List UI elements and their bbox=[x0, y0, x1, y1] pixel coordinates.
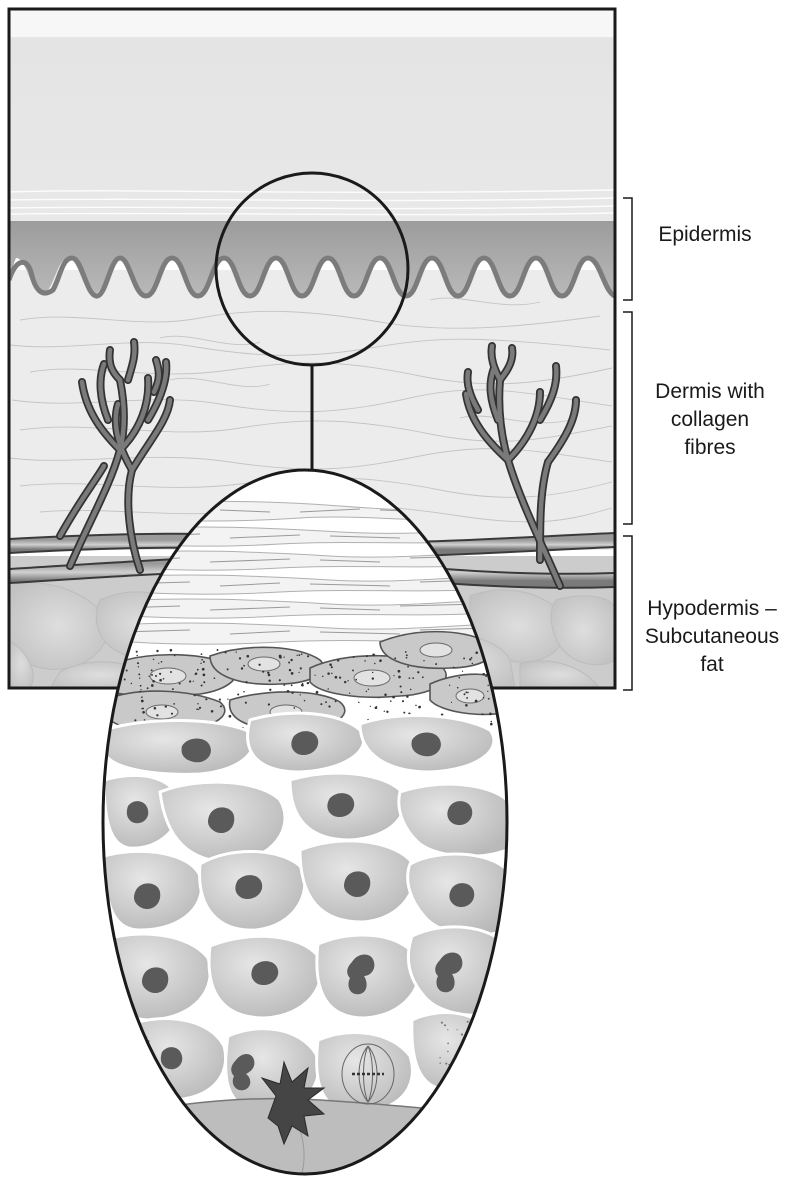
hypodermis-label: Hypodermis – Subcutaneous fat bbox=[638, 595, 786, 679]
epidermis-label-line-1: Epidermis bbox=[642, 221, 768, 249]
hypodermis-label-line-2: Subcutaneous bbox=[638, 623, 786, 651]
stratum-corneum-layer bbox=[9, 9, 615, 221]
epidermis-bracket bbox=[623, 198, 632, 300]
hypodermis-label-line-1: Hypodermis – bbox=[638, 595, 786, 623]
magnified-epidermis-view bbox=[100, 470, 510, 1180]
dermis-label-line-1: Dermis with bbox=[640, 378, 780, 406]
dermis-label: Dermis with collagen fibres bbox=[640, 378, 780, 462]
dermis-label-line-3: fibres bbox=[640, 434, 780, 462]
dermis-bracket bbox=[623, 312, 632, 524]
dermis-label-line-2: collagen bbox=[640, 406, 780, 434]
hypodermis-label-line-3: fat bbox=[638, 651, 786, 679]
hypodermis-bracket bbox=[623, 536, 632, 690]
epidermis-label: Epidermis bbox=[642, 221, 768, 249]
